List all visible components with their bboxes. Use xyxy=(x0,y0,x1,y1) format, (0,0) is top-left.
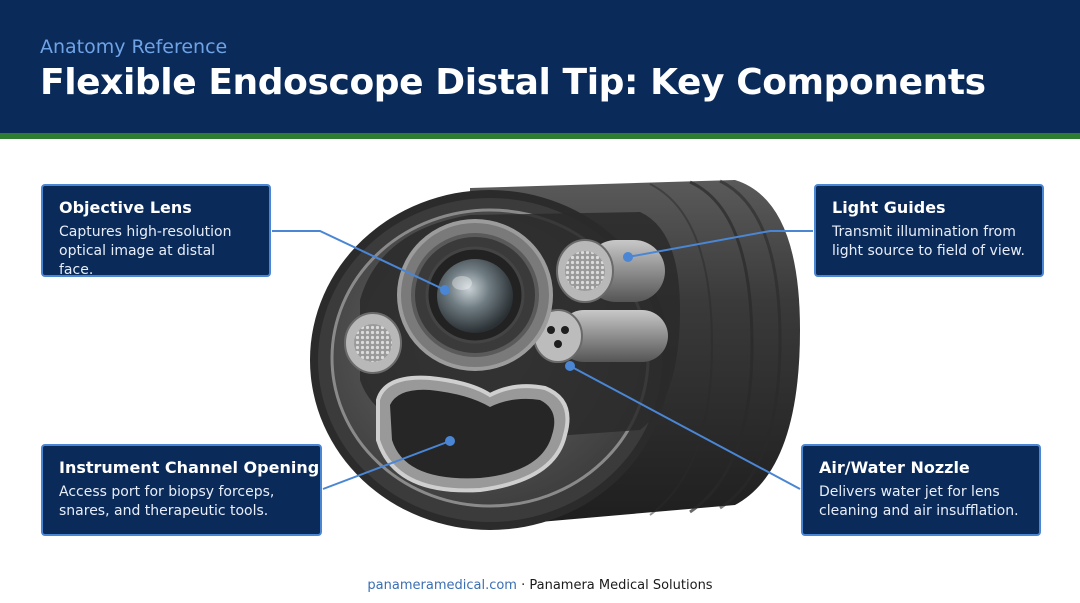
instrument-channel xyxy=(376,375,570,493)
callout-description: Captures high-resolution optical image a… xyxy=(59,224,232,278)
callout-description: Delivers water jet for lens cleaning and… xyxy=(819,484,1019,519)
callout-air-water-nozzle: Air/Water Nozzle Delivers water jet for … xyxy=(801,444,1041,536)
leader-objective-lens xyxy=(272,230,446,291)
light-guide-upper xyxy=(556,239,665,303)
header-banner xyxy=(0,0,1080,133)
leader-light-guides xyxy=(627,230,813,258)
page-title: Flexible Endoscope Distal Tip: Key Compo… xyxy=(40,62,986,103)
light-guide-left xyxy=(344,312,402,374)
header-accent-stripe xyxy=(0,133,1080,139)
callout-instrument-channel: Instrument Channel Opening Access port f… xyxy=(41,444,322,536)
eyebrow-label: Anatomy Reference xyxy=(40,36,228,58)
leader-dot-instrument-channel xyxy=(445,436,455,446)
leader-dot-objective-lens xyxy=(440,285,450,295)
footer-company: Panamera Medical Solutions xyxy=(529,578,713,593)
endoscope-tip-illustration xyxy=(272,179,813,530)
callout-description: Access port for biopsy forceps, snares, … xyxy=(59,484,275,519)
leader-lines xyxy=(272,230,813,490)
callout-title: Light Guides xyxy=(832,198,946,217)
callout-light-guides: Light Guides Transmit illumination from … xyxy=(814,184,1044,277)
footer-separator: · xyxy=(516,578,530,593)
objective-lens xyxy=(397,219,553,371)
callout-title: Air/Water Nozzle xyxy=(819,458,970,477)
callout-title: Objective Lens xyxy=(59,198,192,217)
leader-instrument-channel xyxy=(322,440,451,490)
footer: panameramedical.com · Panamera Medical S… xyxy=(0,578,1080,593)
callout-description: Transmit illumination from light source … xyxy=(832,224,1025,259)
callout-objective-lens: Objective Lens Captures high-resolution … xyxy=(41,184,271,278)
air-water-nozzle xyxy=(533,309,668,363)
callout-title: Instrument Channel Opening xyxy=(59,458,320,477)
leader-dot-light-guides xyxy=(623,252,633,262)
leader-dot-air-water-nozzle xyxy=(565,361,575,371)
leader-air-water-nozzle xyxy=(569,365,801,490)
footer-url-link[interactable]: panameramedical.com xyxy=(367,578,517,593)
